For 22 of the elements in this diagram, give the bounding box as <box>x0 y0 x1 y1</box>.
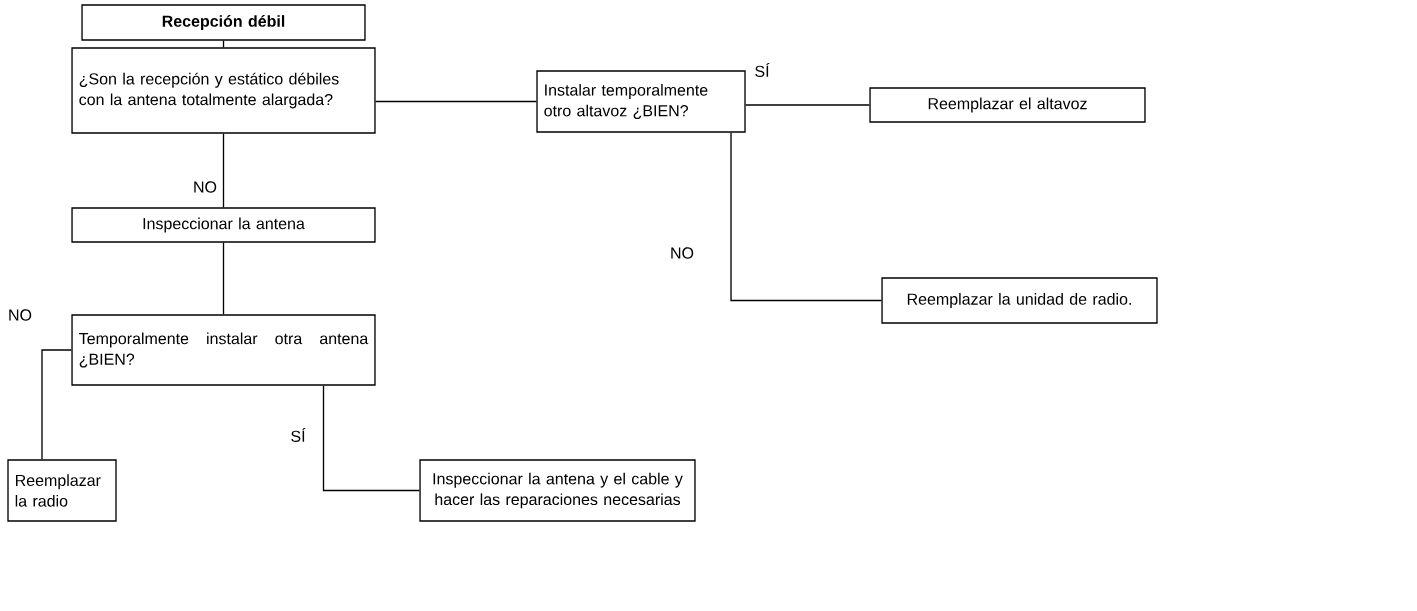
process-box: Inspeccionar la antena y el cable y hacer las reparaciones necesarias <box>419 459 696 522</box>
edge-label: NO <box>6 308 34 322</box>
process-box: Reemplazar la unidad de radio. <box>881 277 1158 324</box>
edge-label: SÍ <box>289 426 307 444</box>
connector-line <box>322 385 421 492</box>
process-box: Recepción débil <box>81 4 366 41</box>
connector-line <box>222 133 225 208</box>
process-box: ¿Son la recepción y estático débiles con la antena totalmente alargada? <box>71 47 376 134</box>
process-box: Reemplazar la radio <box>7 459 117 522</box>
edge-label: SÍ <box>753 61 771 79</box>
edge-label: NO <box>668 246 696 260</box>
process-box: Reemplazar el altavoz <box>869 87 1146 123</box>
process-box: Temporalmente instalar otra antena ¿BIEN? <box>71 314 376 386</box>
edge-label: NO <box>191 180 219 194</box>
connector-line <box>374 100 537 103</box>
connector-line <box>745 104 871 106</box>
process-box: Inspeccionar la antena <box>71 207 376 243</box>
connector-line <box>730 132 883 302</box>
connector-line <box>222 39 225 48</box>
process-box: Instalar temporalmente otro altavoz ¿BIEN? <box>536 70 746 133</box>
connector-line <box>222 242 225 315</box>
connector-line <box>41 349 73 460</box>
